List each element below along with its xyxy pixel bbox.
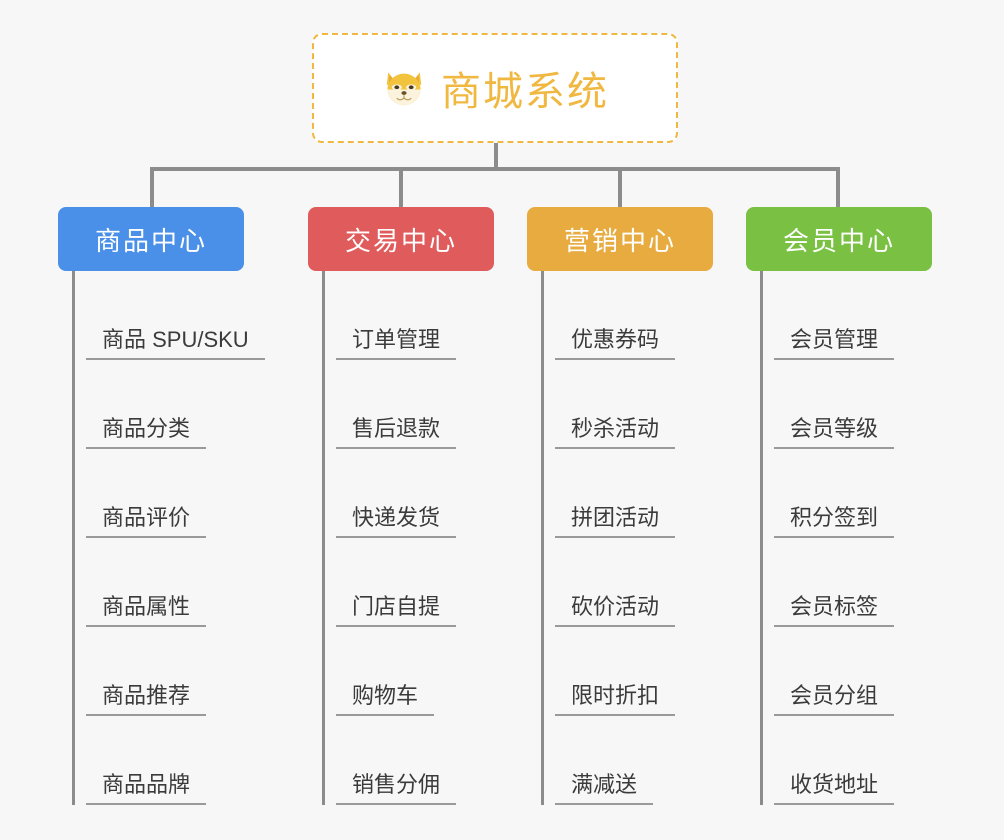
leaf-item[interactable]: 会员标签 <box>760 538 895 627</box>
leaf-item[interactable]: 会员等级 <box>760 360 895 449</box>
leaf-item-label: 会员等级 <box>790 415 879 441</box>
leaf-item-label: 快递发货 <box>352 504 441 530</box>
leaf-item-underline: 购物车 <box>336 682 435 716</box>
leaf-item-label: 售后退款 <box>352 415 441 441</box>
leaf-item[interactable]: 优惠券码 <box>541 271 676 360</box>
leaf-item-underline: 收货地址 <box>774 771 895 805</box>
leaf-item-label: 会员分组 <box>790 682 879 708</box>
leaf-item-underline: 会员分组 <box>774 682 895 716</box>
leaf-item-label: 销售分佣 <box>352 771 441 797</box>
leaf-spine <box>322 271 325 805</box>
leaf-item-label: 收货地址 <box>790 771 879 797</box>
leaf-item-label: 秒杀活动 <box>571 415 660 441</box>
leaf-item[interactable]: 积分签到 <box>760 449 895 538</box>
root-node[interactable]: 商城系统 <box>312 33 678 143</box>
category-label: 商品中心 <box>94 225 207 256</box>
leaf-item[interactable]: 快递发货 <box>322 449 457 538</box>
category-box-3[interactable]: 营销中心 <box>527 207 713 271</box>
leaf-item-underline: 满减送 <box>555 771 654 805</box>
leaf-item-label: 商品属性 <box>102 593 191 619</box>
leaf-item-label: 会员标签 <box>790 593 879 619</box>
leaf-item[interactable]: 订单管理 <box>322 271 457 360</box>
category-box-1[interactable]: 商品中心 <box>58 207 244 271</box>
leaf-item-underline: 商品分类 <box>86 415 207 449</box>
leaf-spine <box>760 271 763 805</box>
leaf-item-label: 门店自提 <box>352 593 441 619</box>
leaf-item[interactable]: 销售分佣 <box>322 716 457 805</box>
leaf-item-label: 优惠券码 <box>571 326 660 352</box>
connector-drop-4 <box>836 167 840 209</box>
leaf-item-label: 购物车 <box>352 682 419 708</box>
leaf-item-label: 商品推荐 <box>102 682 191 708</box>
leaf-item[interactable]: 商品推荐 <box>72 627 207 716</box>
connector-root-stem <box>494 143 498 169</box>
leaf-item-underline: 商品推荐 <box>86 682 207 716</box>
leaf-item-label: 积分签到 <box>790 504 879 530</box>
leaf-item[interactable]: 收货地址 <box>760 716 895 805</box>
root-title: 商城系统 <box>441 70 609 114</box>
leaf-item[interactable]: 商品评价 <box>72 449 207 538</box>
category-label: 会员中心 <box>782 225 895 256</box>
leaf-item-label: 商品分类 <box>102 415 191 441</box>
leaf-item-underline: 商品品牌 <box>86 771 207 805</box>
leaf-item[interactable]: 会员分组 <box>760 627 895 716</box>
leaf-item-underline: 拼团活动 <box>555 504 676 538</box>
leaf-item-underline: 销售分佣 <box>336 771 457 805</box>
leaf-item-underline: 快递发货 <box>336 504 457 538</box>
leaf-item-underline: 商品属性 <box>86 593 207 627</box>
leaf-item[interactable]: 砍价活动 <box>541 538 676 627</box>
leaf-item-underline: 订单管理 <box>336 326 457 360</box>
leaf-item-label: 商品 SPU/SKU <box>102 326 249 352</box>
category-label: 交易中心 <box>344 225 457 256</box>
leaf-item[interactable]: 商品 SPU/SKU <box>72 271 265 360</box>
leaf-spine <box>541 271 544 805</box>
leaf-item[interactable]: 购物车 <box>322 627 435 716</box>
leaf-item-underline: 会员管理 <box>774 326 895 360</box>
leaf-item-underline: 售后退款 <box>336 415 457 449</box>
leaf-item-underline: 门店自提 <box>336 593 457 627</box>
leaf-item[interactable]: 秒杀活动 <box>541 360 676 449</box>
connector-drop-1 <box>150 167 154 209</box>
leaf-item-label: 商品品牌 <box>102 771 191 797</box>
category-label: 营销中心 <box>563 225 676 256</box>
leaf-item[interactable]: 限时折扣 <box>541 627 676 716</box>
leaf-item-label: 会员管理 <box>790 326 879 352</box>
leaf-item[interactable]: 售后退款 <box>322 360 457 449</box>
leaf-item-underline: 限时折扣 <box>555 682 676 716</box>
leaf-item-label: 订单管理 <box>352 326 441 352</box>
connector-drop-3 <box>618 167 622 209</box>
category-box-2[interactable]: 交易中心 <box>308 207 494 271</box>
leaf-item-underline: 秒杀活动 <box>555 415 676 449</box>
connector-horizontal-bus <box>150 167 840 171</box>
leaf-item-label: 拼团活动 <box>571 504 660 530</box>
leaf-item-underline: 会员等级 <box>774 415 895 449</box>
leaf-item[interactable]: 门店自提 <box>322 538 457 627</box>
leaf-item-underline: 积分签到 <box>774 504 895 538</box>
leaf-item[interactable]: 商品品牌 <box>72 716 207 805</box>
leaf-item-label: 限时折扣 <box>571 682 660 708</box>
category-box-4[interactable]: 会员中心 <box>746 207 932 271</box>
leaf-item-label: 砍价活动 <box>571 593 660 619</box>
connector-drop-2 <box>399 167 403 209</box>
leaf-item-underline: 商品评价 <box>86 504 207 538</box>
leaf-item-underline: 商品 SPU/SKU <box>86 327 265 360</box>
leaf-item-label: 满减送 <box>571 771 638 797</box>
leaf-item-label: 商品评价 <box>102 504 191 530</box>
leaf-item[interactable]: 商品分类 <box>72 360 207 449</box>
leaf-item[interactable]: 满减送 <box>541 716 654 805</box>
leaf-item[interactable]: 拼团活动 <box>541 449 676 538</box>
leaf-spine <box>72 271 75 805</box>
leaf-item-underline: 砍价活动 <box>555 593 676 627</box>
leaf-item[interactable]: 会员管理 <box>760 271 895 360</box>
leaf-item-underline: 会员标签 <box>774 593 895 627</box>
leaf-item-underline: 优惠券码 <box>555 326 676 360</box>
shiba-dog-icon <box>381 65 427 111</box>
leaf-item[interactable]: 商品属性 <box>72 538 207 627</box>
